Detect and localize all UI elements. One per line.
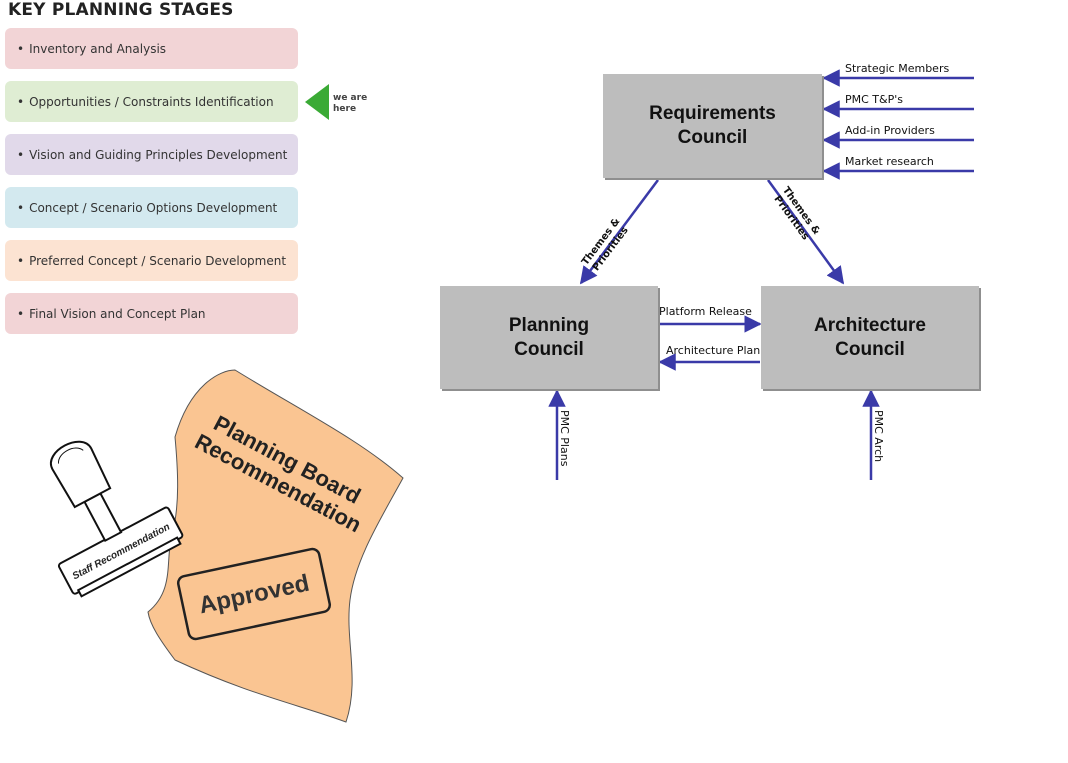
platform-release-label: Platform Release [659,305,752,318]
stage-label: Vision and Guiding Principles Developmen… [29,147,288,162]
council-title-line1: Planning [508,314,590,336]
rubber-stamp-icon: Staff Recommendation [49,440,184,598]
stage-label: Final Vision and Concept Plan [29,306,206,321]
architecture-council-box: Architecture Council [761,286,979,389]
stage-label: Inventory and Analysis [29,41,167,56]
bullet: • [17,41,25,56]
we-are-here-label: we are here [333,93,383,115]
council-title-line1: Requirements [649,103,776,124]
bullet: • [17,147,25,162]
council-title-line2: Council [835,338,905,360]
paper-shape [147,369,404,723]
input-market-research: Market research [822,155,974,180]
pmc-plans-label: PMC Plans [558,410,571,467]
input-label: Market research [845,155,934,168]
architecture-plan-label: Architecture Plan [666,344,760,357]
council-title-line2: Council [514,338,584,360]
we-are-here-line2: here [333,104,357,114]
pmc-arch-label: PMC Arch [872,410,885,462]
stage-label: Concept / Scenario Options Development [29,200,278,215]
we-are-here-line1: we are [333,93,368,103]
requirements-council-box: Requirements Council [603,74,822,178]
input-add-in-providers: Add-in Providers [822,124,974,149]
council-title-line2: Council [677,127,748,148]
stage-label: Preferred Concept / Scenario Development [29,253,287,268]
input-pmc-tps: PMC T&P's [822,93,974,118]
input-label: Strategic Members [845,62,949,75]
we-are-here-arrow-icon [305,84,329,120]
stage-preferred-concept: • Preferred Concept / Scenario Developme… [5,240,298,281]
stage-vision-principles: • Vision and Guiding Principles Developm… [5,134,298,175]
bullet: • [17,306,25,321]
stages-title: KEY PLANNING STAGES [8,0,234,20]
input-label: Add-in Providers [845,124,935,137]
themes-arrow-left [579,179,660,285]
stage-concept-options: • Concept / Scenario Options Development [5,187,298,228]
bullet: • [17,94,25,109]
planning-council-box: Planning Council [440,286,658,389]
stage-final-vision: • Final Vision and Concept Plan [5,293,298,334]
stage-opportunities-constraints: • Opportunities / Constraints Identifica… [5,81,298,122]
themes-arrow-right [766,179,845,285]
input-strategic-members: Strategic Members [822,62,974,87]
council-title-line1: Architecture [814,314,926,336]
stage-label: Opportunities / Constraints Identificati… [29,94,274,109]
stage-inventory-analysis: • Inventory and Analysis [5,28,298,69]
bullet: • [17,200,25,215]
input-label: PMC T&P's [845,93,903,106]
bullet: • [17,253,25,268]
